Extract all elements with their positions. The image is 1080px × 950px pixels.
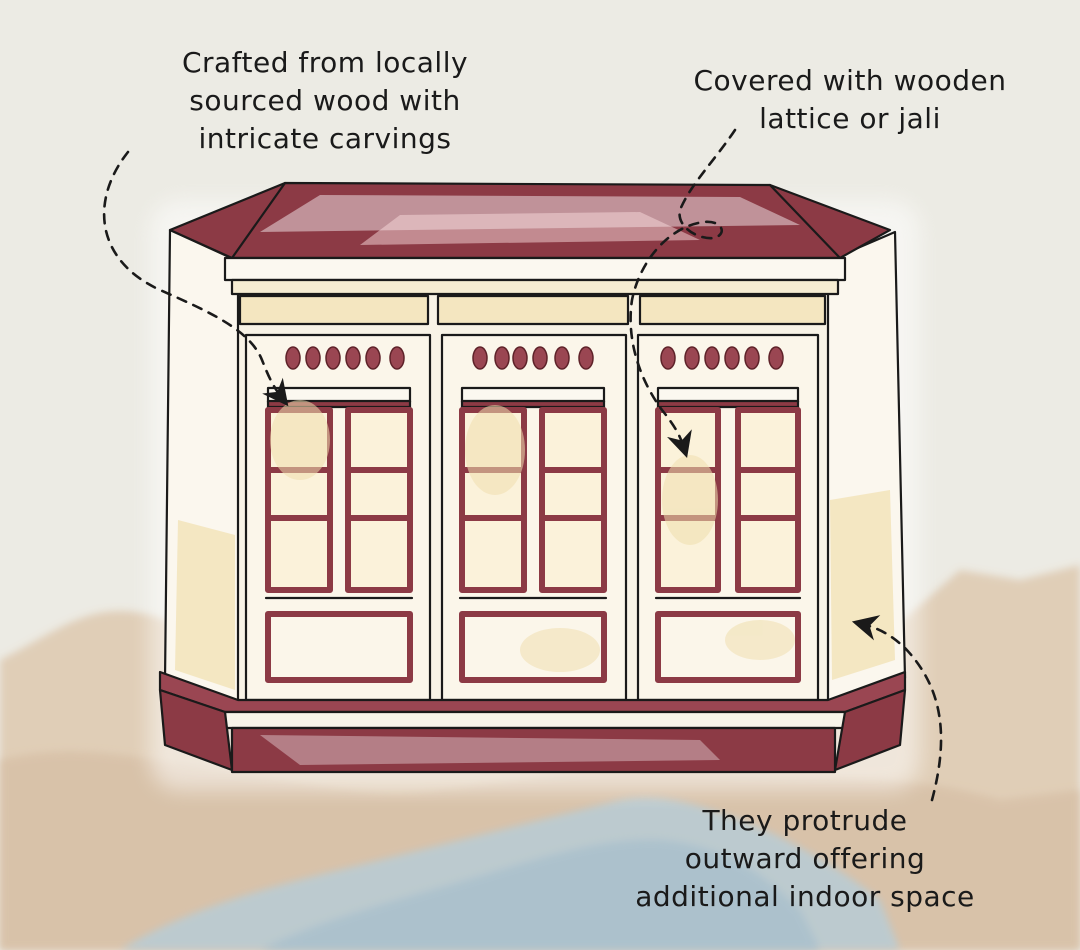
lattice-shutter-right — [735, 407, 801, 593]
wash — [725, 620, 795, 660]
callout-line: Covered with wooden — [693, 64, 1007, 97]
lower-panel — [265, 611, 413, 683]
medallion — [285, 346, 301, 370]
lattice-shutter-right — [539, 407, 607, 593]
callout-carvings: Crafted from locally sourced wood with i… — [150, 44, 500, 158]
window-bay-left — [244, 333, 432, 702]
medallion — [660, 346, 676, 370]
medallion — [305, 346, 321, 370]
base-front — [230, 726, 837, 774]
arrow-lattice — [629, 128, 737, 458]
carved-medallions — [472, 346, 594, 370]
arrow-protrude — [851, 615, 943, 802]
medallion — [325, 346, 341, 370]
callout-line: outward offering — [684, 842, 926, 875]
wash — [520, 628, 600, 672]
callout-line: sourced wood with — [189, 84, 461, 117]
callout-line: They protrude — [702, 804, 908, 837]
wash — [270, 400, 330, 480]
shutter-frame — [539, 407, 607, 593]
callout-line: additional indoor space — [635, 880, 975, 913]
medallion — [744, 346, 760, 370]
callout-arrows — [102, 128, 943, 802]
medallion — [532, 346, 548, 370]
roof-ridge-right — [768, 183, 842, 260]
lintel-maroon — [656, 399, 800, 409]
cornice-lower — [230, 278, 840, 296]
shutter-frame — [345, 407, 413, 593]
medallion — [345, 346, 361, 370]
callout-line: intricate carvings — [198, 122, 452, 155]
frieze-panel-right — [638, 294, 827, 326]
medallion — [768, 346, 784, 370]
carved-medallions — [660, 346, 784, 370]
medallion — [389, 346, 405, 370]
arrow-carvings — [102, 150, 289, 407]
roof-highlight-2 — [360, 212, 700, 245]
wash — [465, 405, 525, 495]
medallion — [684, 346, 700, 370]
wash — [662, 455, 718, 545]
roof-ridge-left — [230, 181, 287, 260]
callout-lattice: Covered with wooden lattice or jali — [672, 62, 1028, 138]
paint-washes — [270, 400, 795, 672]
callout-line: lattice or jali — [759, 102, 941, 135]
medallion — [512, 346, 528, 370]
medallion — [365, 346, 381, 370]
lattice-shutter-right — [345, 407, 413, 593]
carved-medallions — [285, 346, 405, 370]
jharokha-balcony — [158, 181, 907, 774]
medallion — [494, 346, 510, 370]
medallion — [578, 346, 594, 370]
base-highlight — [260, 735, 720, 765]
callout-protrude: They protrude outward offering additiona… — [620, 802, 990, 916]
base-ledge — [223, 710, 847, 730]
left-wall-wash — [175, 520, 235, 690]
right-wall-wash — [830, 490, 895, 680]
cornice-band — [223, 256, 847, 282]
callout-line: Crafted from locally — [181, 46, 469, 79]
lintel-maroon — [460, 399, 606, 409]
medallion — [554, 346, 570, 370]
medallion — [724, 346, 740, 370]
shutter-frame — [735, 407, 801, 593]
frieze-panel-left — [238, 294, 430, 326]
medallion — [472, 346, 488, 370]
medallion — [704, 346, 720, 370]
frieze-panel-center — [436, 294, 630, 326]
mountain-blue-ridge — [260, 839, 820, 950]
